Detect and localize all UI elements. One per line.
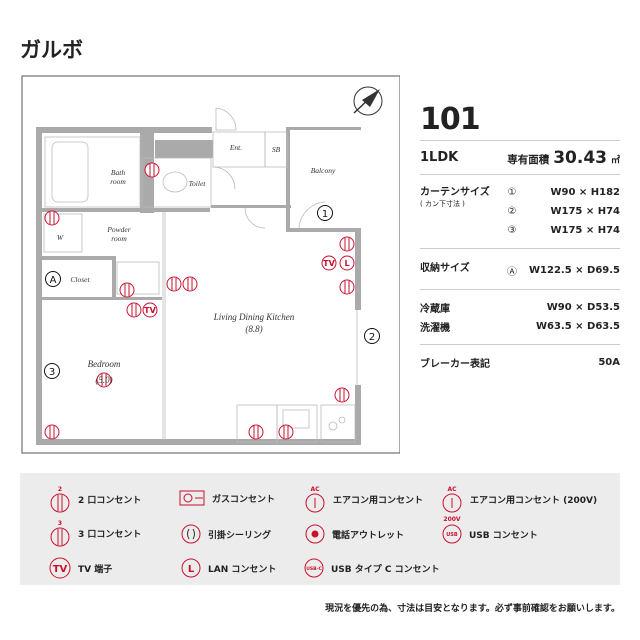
curtain-size: W175 × H74: [550, 206, 620, 217]
fridge-label: 冷蔵庫: [420, 304, 450, 315]
usb-outlet-icon: USB: [442, 524, 462, 544]
lan-outlet-ldk: L: [344, 259, 349, 268]
fridge-size: W90 × D53.5: [546, 302, 620, 313]
outlet-symbol: [278, 424, 294, 440]
outlet-symbol: [44, 424, 60, 440]
outlet-symbol: [334, 387, 350, 403]
outlets: [44, 162, 355, 440]
outlet-symbol: [144, 162, 160, 178]
svg-text:USB: USB: [446, 532, 458, 538]
curtain-no: ②: [507, 206, 517, 217]
floor-plan: Bath room Toilet Ent. SB Balcony Powder …: [21, 75, 400, 454]
phone-outlet-icon: [305, 524, 325, 544]
room-number: 101: [420, 102, 481, 137]
room-size-bedroom: (5.0): [95, 375, 112, 385]
washer-label: 洗濯機: [420, 323, 450, 334]
ceiling-hook-icon: [181, 524, 201, 544]
room-label-bath: Bath: [111, 168, 125, 177]
fixtures: [43, 107, 358, 443]
washer-size: W63.5 × D63.5: [535, 321, 620, 332]
legend-label: エアコン用コンセント (200V): [470, 495, 598, 506]
double-outlet-icon: 2: [50, 486, 70, 513]
area-value: 30.43: [553, 147, 607, 168]
room-label-shoebox: SB: [272, 145, 281, 154]
storage-no: Ⓐ: [507, 266, 517, 278]
room-label-bath-2: room: [110, 177, 126, 186]
storage-size: W122.5 × D69.5: [529, 264, 620, 276]
tv-outlet-ldk: TV: [323, 259, 335, 268]
curtain-marker-2: 2: [369, 332, 375, 343]
curtain-size-label: カーテンサイズ: [420, 187, 490, 198]
room-label-entrance: Ent.: [229, 143, 242, 152]
outlet-symbol: [44, 210, 60, 226]
outlet-symbol: [248, 424, 264, 440]
room-size-ldk: (8.8): [245, 324, 262, 334]
svg-text:3: 3: [58, 520, 62, 527]
usb-c-outlet-icon: USB-C: [304, 558, 324, 578]
legend-label: 3 口コンセント: [78, 529, 142, 540]
svg-text:TV: TV: [53, 564, 68, 575]
curtain-no: ①: [507, 187, 517, 198]
svg-text:AC: AC: [447, 486, 457, 493]
outlet-symbol: [339, 236, 355, 252]
outlet-symbol: [166, 276, 182, 292]
curtain-size: W175 × H74: [550, 225, 620, 236]
outlet-symbol: [182, 276, 198, 292]
walls: [36, 127, 361, 445]
outlet-symbol: [126, 302, 142, 318]
breaker-label: ブレーカー表記: [420, 359, 490, 370]
legend-label: ガスコンセント: [212, 494, 276, 505]
svg-text:AC: AC: [310, 486, 320, 493]
svg-text:USB-C: USB-C: [306, 566, 322, 572]
room-label-powder: Powder: [106, 225, 130, 234]
storage-size-label: 収納サイズ: [420, 263, 470, 274]
curtain-size: W90 × H182: [550, 187, 620, 198]
ac-outlet-icon: AC: [305, 486, 325, 513]
legend-label: 引掛シーリング: [208, 530, 272, 541]
outlet-symbol: [96, 372, 112, 388]
room-label-toilet: Toilet: [189, 179, 207, 188]
legend-label: 電話アウトレット: [332, 530, 405, 541]
room-label-ldk: Living Dining Kitchen: [213, 312, 295, 322]
room-label-balcony: Balcony: [311, 166, 336, 175]
legend-label: USB コンセント: [469, 530, 538, 541]
legend: 2 2 口コンセント ガスコンセント AC エアコン用コンセント AC 200V エアコ…: [20, 473, 620, 585]
svg-text:200V: 200V: [443, 516, 461, 523]
property-name: ガルボ: [20, 38, 83, 62]
gas-outlet-icon: [179, 490, 205, 506]
lan-outlet-icon: L: [181, 558, 201, 578]
tv-outlet-icon: TV: [49, 557, 71, 579]
area-unit: ㎡: [610, 155, 620, 166]
room-label-washer: W: [57, 233, 64, 242]
curtain-marker-1: 1: [322, 209, 328, 220]
svg-text:2: 2: [58, 486, 62, 493]
layout-type: 1LDK: [420, 150, 459, 165]
property-info-panel: 101 1LDK 専有面積 30.43 ㎡ カーテンサイズ ( カン下寸法 ) …: [420, 100, 620, 380]
outlet-symbol: [119, 282, 135, 298]
ac-200v-outlet-icon: AC 200V: [442, 486, 462, 523]
plan-frame: [21, 75, 400, 454]
legend-label: USB タイプ C コンセント: [331, 564, 440, 575]
tv-outlet-bedroom: TV: [144, 306, 156, 315]
storage-marker-a: A: [50, 275, 57, 286]
compass-icon: [353, 86, 383, 116]
legend-label: エアコン用コンセント: [333, 495, 424, 506]
outlet-symbol: [339, 279, 355, 295]
triple-outlet-icon: 3: [50, 520, 70, 547]
svg-text:L: L: [188, 564, 195, 575]
curtain-size-sublabel: ( カン下寸法 ): [420, 200, 465, 208]
legend-label: 2 口コンセント: [78, 495, 142, 506]
disclaimer-note: 現況を優先の為、寸法は目安となります。必ず事前確認をお願いします。: [325, 604, 620, 614]
room-label-powder-2: room: [111, 234, 127, 243]
legend-label: TV 端子: [78, 564, 113, 575]
curtain-no: ③: [507, 225, 517, 236]
area-label: 専有面積: [507, 153, 550, 166]
breaker-value: 50A: [598, 357, 620, 368]
room-label-bedroom: Bedroom: [88, 359, 121, 369]
curtain-marker-3: 3: [49, 367, 55, 378]
room-label-closet: Closet: [70, 275, 90, 284]
legend-label: LAN コンセント: [208, 564, 277, 575]
